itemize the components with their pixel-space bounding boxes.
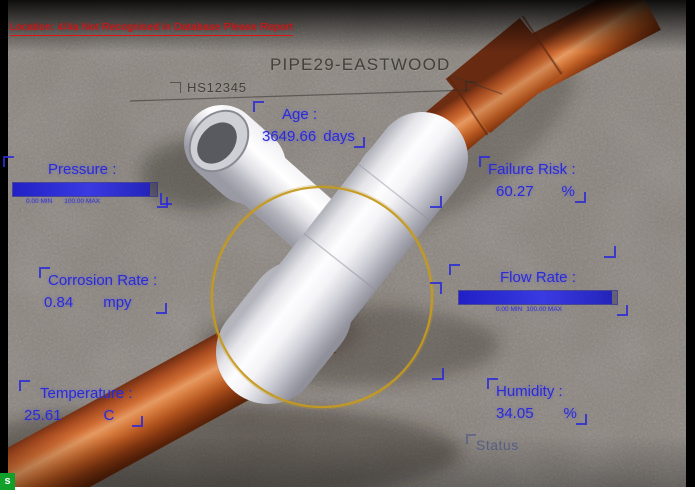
pressure-panel: Pressure : 0.00 MIN 100.00 MAX bbox=[3, 156, 168, 208]
letterbox-left bbox=[0, 0, 8, 487]
age-value: 3649.66 days bbox=[262, 128, 355, 145]
bottom-strip bbox=[0, 487, 695, 494]
ar-bracket bbox=[430, 282, 442, 294]
pressure-bar-fill bbox=[13, 183, 150, 196]
location-warning: Location: 4/4a Not Recognised in Databas… bbox=[10, 21, 294, 36]
humidity-unit: % bbox=[563, 405, 577, 422]
age-panel: Age : 3649.66 days bbox=[253, 101, 365, 148]
corrosion-unit: mpy bbox=[103, 294, 132, 311]
pressure-bar bbox=[12, 182, 158, 197]
ar-bracket bbox=[604, 246, 616, 258]
age-unit: days bbox=[323, 128, 355, 145]
flow-rate-scale: 0.00 MIN 100.00 MAX bbox=[496, 306, 562, 313]
age-label: Age : bbox=[282, 106, 318, 123]
humidity-panel: Humidity : 34.05 % bbox=[487, 378, 587, 425]
ar-bracket-dark bbox=[170, 82, 181, 93]
temperature-value: 25.61 C bbox=[24, 407, 115, 424]
pipe-coupling bbox=[445, 17, 565, 134]
ar-bracket bbox=[432, 368, 444, 380]
pressure-scale: 0.00 MIN 100.00 MAX bbox=[26, 198, 100, 205]
pressure-label: Pressure : bbox=[48, 161, 117, 178]
ar-target-ring bbox=[210, 185, 434, 409]
temperature-label: Temperature : bbox=[40, 385, 133, 402]
humidity-value: 34.05 % bbox=[496, 405, 577, 422]
pipe-id-label: PIPE29-EASTWOOD bbox=[270, 55, 451, 74]
temperature-unit: C bbox=[103, 407, 115, 424]
corrosion-value: 0.84 mpy bbox=[44, 294, 132, 311]
flow-rate-bar-fill bbox=[459, 291, 613, 304]
flow-rate-bar bbox=[458, 290, 618, 305]
ar-bracket bbox=[430, 196, 442, 208]
status-label: Status bbox=[466, 434, 519, 453]
recorder-badge[interactable]: s bbox=[0, 473, 15, 490]
flow-rate-label: Flow Rate : bbox=[500, 269, 576, 286]
letterbox-right bbox=[686, 0, 695, 487]
failure-risk-panel: Failure Risk : 60.27 % bbox=[479, 156, 586, 203]
failure-risk-label: Failure Risk : bbox=[488, 161, 576, 178]
serial-label: HS12345 bbox=[187, 80, 247, 95]
temperature-panel: Temperature : 25.61 C bbox=[19, 380, 143, 427]
humidity-label: Humidity : bbox=[496, 383, 563, 400]
failure-risk-unit: % bbox=[561, 183, 575, 200]
failure-risk-value: 60.27 % bbox=[496, 183, 575, 200]
flow-rate-panel: Flow Rate : 0.00 MIN 100.00 MAX bbox=[449, 264, 628, 316]
corrosion-label: Corrosion Rate : bbox=[48, 272, 158, 289]
ar-bracket bbox=[160, 193, 172, 205]
corrosion-panel: Corrosion Rate : 0.84 mpy bbox=[38, 267, 168, 314]
